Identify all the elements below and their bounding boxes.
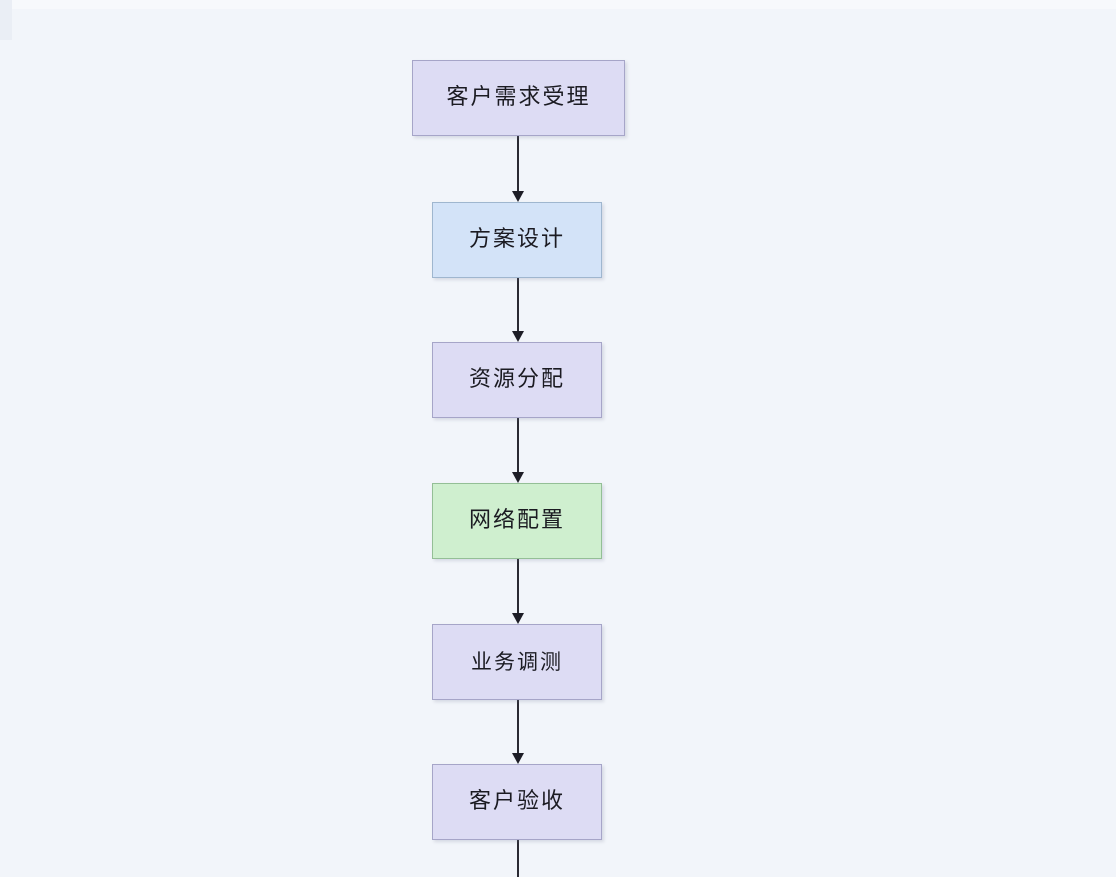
arrowhead-down-icon	[512, 753, 524, 764]
flow-node-2[interactable]: 方案设计	[432, 202, 602, 278]
arrowhead-down-icon	[512, 331, 524, 342]
arrowhead-down-icon	[512, 472, 524, 483]
connector-line	[517, 278, 519, 333]
flow-node-1[interactable]: 客户需求受理	[412, 60, 625, 136]
left-edge-band	[0, 0, 12, 40]
flow-node-label: 业务调测	[471, 649, 563, 674]
flow-node-6[interactable]: 客户验收	[432, 764, 602, 840]
arrowhead-down-icon	[512, 191, 524, 202]
flow-node-label: 资源分配	[468, 367, 565, 392]
flow-node-label: 客户需求受理	[446, 85, 591, 110]
top-edge-band	[0, 0, 1116, 9]
flow-node-label: 方案设计	[468, 227, 565, 252]
connector-line	[517, 559, 519, 615]
connector-line	[517, 136, 519, 193]
connector-line	[517, 840, 519, 877]
flow-node-5[interactable]: 业务调测	[432, 624, 602, 700]
flow-node-label: 网络配置	[468, 508, 565, 533]
connector-line	[517, 700, 519, 755]
flow-node-label: 客户验收	[468, 789, 565, 814]
flow-node-3[interactable]: 资源分配	[432, 342, 602, 418]
arrowhead-down-icon	[512, 613, 524, 624]
connector-line	[517, 418, 519, 474]
flow-node-4[interactable]: 网络配置	[432, 483, 602, 559]
